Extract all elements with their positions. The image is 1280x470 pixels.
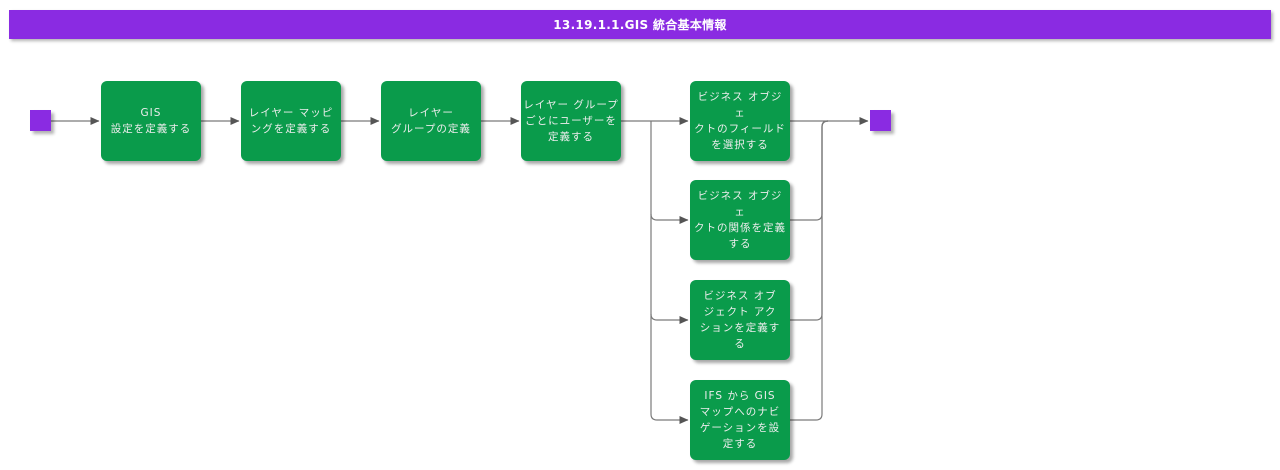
task-define-gis-settings[interactable]: GIS 設定を定義する xyxy=(101,81,201,161)
task-label: IFS から GIS マップへのナビ ゲーションを設 定する xyxy=(699,390,781,450)
task-define-layer-mapping[interactable]: レイヤー マッピ ングを定義する xyxy=(241,81,341,161)
flow-end-node xyxy=(870,110,891,131)
task-label: ビジネス オブ ジェクト アク ションを定義す る xyxy=(699,290,781,350)
connector-lines xyxy=(51,117,869,424)
task-select-business-object-fields[interactable]: ビジネス オブジェ クトのフィールド を選択する xyxy=(690,81,790,161)
task-label: ビジネス オブジェ クトのフィールド を選択する xyxy=(694,91,786,151)
task-label: レイヤー マッピ ングを定義する xyxy=(248,107,334,135)
title-bar: 13.19.1.1.GIS 統合基本情報 xyxy=(9,10,1271,39)
page-title: 13.19.1.1.GIS 統合基本情報 xyxy=(553,18,727,32)
task-define-business-object-relations[interactable]: ビジネス オブジェ クトの関係を定義 する xyxy=(690,180,790,260)
flow-start-node xyxy=(30,110,51,131)
task-define-business-object-actions[interactable]: ビジネス オブ ジェクト アク ションを定義す る xyxy=(690,280,790,360)
task-define-layer-group[interactable]: レイヤー グループの定義 xyxy=(381,81,481,161)
task-setup-ifs-to-gis-map-navigation[interactable]: IFS から GIS マップへのナビ ゲーションを設 定する xyxy=(690,380,790,460)
task-label: レイヤー グループの定義 xyxy=(391,107,471,135)
task-label: GIS 設定を定義する xyxy=(110,107,192,135)
task-define-users-per-layer-group[interactable]: レイヤー グループ ごとにユーザーを 定義する xyxy=(521,81,621,161)
task-label: レイヤー グループ ごとにユーザーを 定義する xyxy=(523,99,619,143)
task-label: ビジネス オブジェ クトの関係を定義 する xyxy=(694,190,786,250)
